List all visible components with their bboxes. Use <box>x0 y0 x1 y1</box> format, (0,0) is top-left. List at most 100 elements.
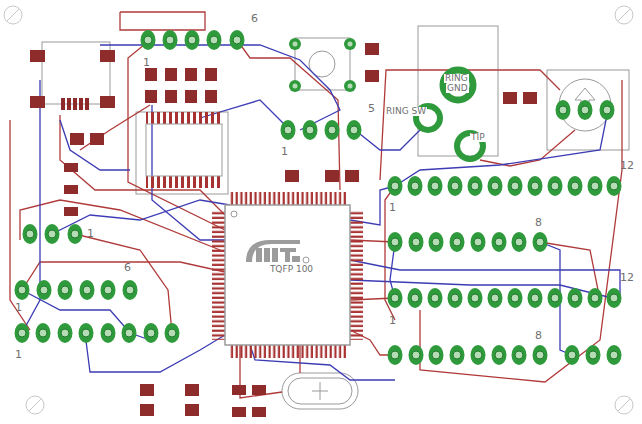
pad <box>122 323 137 343</box>
smd-pads <box>30 43 537 417</box>
mounting-hole <box>615 396 633 414</box>
component-outlines <box>42 26 629 409</box>
silkscreen-label: 5 <box>368 103 375 114</box>
pad <box>408 176 423 196</box>
silkscreen-label: GND <box>446 84 469 93</box>
pad <box>144 323 159 343</box>
silkscreen-label: 1 <box>143 57 150 68</box>
pad <box>508 288 523 308</box>
pad <box>347 120 362 140</box>
silkscreen-label: 1 <box>281 146 288 157</box>
silkscreen-label: 12 <box>620 272 634 283</box>
package-label: TQFP 100 <box>225 265 358 274</box>
pad <box>388 288 403 308</box>
pad <box>408 288 423 308</box>
pad <box>512 232 527 252</box>
pad <box>428 176 443 196</box>
pad <box>101 323 116 343</box>
pad <box>488 288 503 308</box>
chip-pins <box>230 192 346 206</box>
pad <box>548 288 563 308</box>
pad <box>568 176 583 196</box>
pad <box>428 288 443 308</box>
silkscreen-label: TIP <box>470 133 486 142</box>
pad <box>471 232 486 252</box>
silkscreen-label: 1 <box>15 302 22 313</box>
pad <box>588 176 603 196</box>
silkscreen-label: 1 <box>389 202 396 213</box>
silkscreen-label: 1 <box>389 315 396 326</box>
pad <box>578 100 593 120</box>
pad <box>68 224 83 244</box>
pad <box>101 280 116 300</box>
pad <box>568 288 583 308</box>
pad <box>450 232 465 252</box>
usb-outline <box>42 42 110 104</box>
silkscreen-label: 8 <box>535 217 542 228</box>
pad <box>281 120 296 140</box>
silkscreen-label: RING SW <box>385 107 427 116</box>
ic-outline <box>136 112 228 194</box>
pad <box>533 345 548 365</box>
jack-pads <box>289 38 483 159</box>
silkscreen-label: 6 <box>124 262 131 273</box>
pad <box>448 176 463 196</box>
silkscreen-label: 1 <box>15 349 22 360</box>
silkscreen-label: 1 <box>87 228 94 239</box>
pad <box>15 280 30 300</box>
pad <box>58 323 73 343</box>
pad <box>528 176 543 196</box>
pad <box>80 280 95 300</box>
mounting-hole <box>26 396 44 414</box>
pad <box>165 323 180 343</box>
pad <box>230 30 245 50</box>
pad <box>388 345 403 365</box>
pad <box>607 345 622 365</box>
pad <box>207 30 222 50</box>
pad <box>468 288 483 308</box>
ic-pins <box>146 176 222 188</box>
silkscreen-label: 6 <box>251 13 258 24</box>
pad <box>15 323 30 343</box>
silkscreen-label: RING <box>444 74 469 83</box>
pad <box>325 120 340 140</box>
pad <box>508 176 523 196</box>
pad <box>79 323 94 343</box>
pad <box>303 120 318 140</box>
pad <box>36 323 51 343</box>
chip-pins <box>212 210 226 340</box>
pad <box>123 280 138 300</box>
chip-pins <box>349 210 363 340</box>
pad <box>556 100 571 120</box>
pad <box>586 345 601 365</box>
bottom-traces <box>22 45 620 380</box>
pad <box>58 280 73 300</box>
pad <box>512 345 527 365</box>
small-ic <box>146 112 222 188</box>
pad <box>409 345 424 365</box>
mounting-holes <box>4 6 633 414</box>
chip-body <box>225 205 350 345</box>
pad <box>588 288 603 308</box>
ic-body <box>146 124 222 176</box>
pot-outline <box>547 70 629 150</box>
pad <box>468 176 483 196</box>
pad <box>450 345 465 365</box>
pin1-mark <box>231 211 237 217</box>
pad <box>548 176 563 196</box>
silkscreen-label: 12 <box>620 160 634 171</box>
pad <box>388 232 403 252</box>
pad <box>45 224 60 244</box>
pad <box>448 288 463 308</box>
crystal-mark <box>312 391 328 392</box>
header-pads <box>15 30 622 365</box>
pad <box>565 345 580 365</box>
pad <box>471 345 486 365</box>
pad <box>607 176 622 196</box>
mounting-hole <box>615 6 633 24</box>
chip-package: TQFP 100 <box>225 205 358 345</box>
pad <box>533 232 548 252</box>
